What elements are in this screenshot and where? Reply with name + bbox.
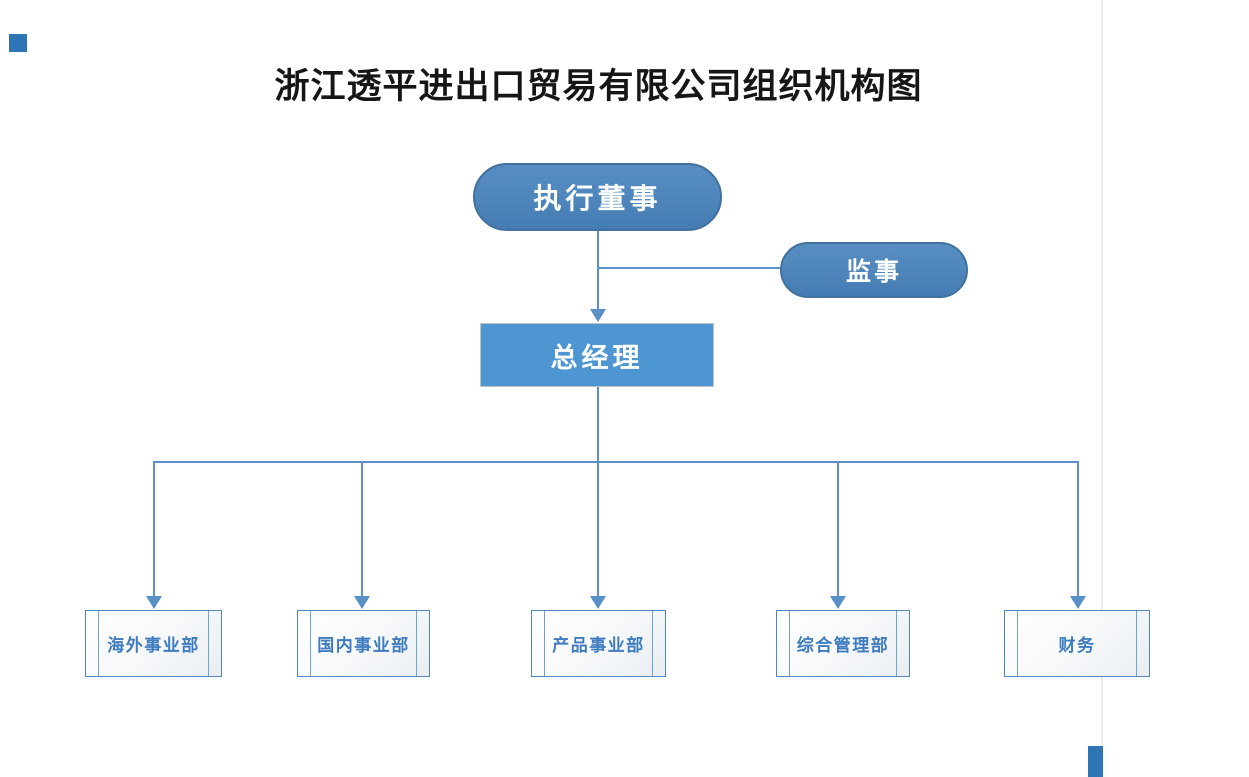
dept-side-bar [896,611,897,676]
page-bottom-marker [1088,746,1103,777]
dept-admin-label: 综合管理部 [796,636,890,655]
dept-box-admin[interactable]: 综合管理部 [776,610,910,677]
connector-drop-domestic [361,461,363,597]
node-supervisor-label: 监事 [845,258,902,286]
dept-side-bar [1136,611,1137,676]
dept-side-bar [416,611,417,676]
arrowhead-admin [830,596,846,609]
connector-director-to-manager [597,231,599,311]
connector-manager-to-rail [597,387,599,462]
connector-to-supervisor [598,267,780,269]
page-boundary-line [1101,0,1103,777]
arrowhead-product [590,596,606,609]
chart-title: 浙江透平进出口贸易有限公司组织机构图 [274,67,923,106]
arrowhead-domestic [354,596,370,609]
dept-box-product[interactable]: 产品事业部 [531,610,666,677]
corner-marker-square [9,34,27,52]
dept-box-domestic[interactable]: 国内事业部 [297,610,430,677]
node-supervisor[interactable]: 监事 [780,242,968,298]
arrowhead-overseas [146,596,162,609]
node-executive-director[interactable]: 执行董事 [473,163,722,231]
node-executive-director-label: 执行董事 [533,183,662,214]
dept-side-bar [310,611,311,676]
dept-side-bar [789,611,790,676]
dept-side-bar [544,611,545,676]
arrowhead-manager [590,309,606,322]
connector-drop-overseas [153,461,155,597]
dept-side-bar [98,611,99,676]
dept-finance-label: 财务 [1058,636,1096,655]
connector-rail [153,461,1079,463]
dept-side-bar [208,611,209,676]
dept-side-bar [1017,611,1018,676]
node-general-manager-label: 总经理 [550,342,644,373]
arrowhead-finance [1070,596,1086,609]
dept-side-bar [652,611,653,676]
connector-drop-finance [1077,461,1079,597]
dept-box-overseas[interactable]: 海外事业部 [85,610,222,677]
connector-drop-admin [837,461,839,597]
dept-box-finance[interactable]: 财务 [1004,610,1150,677]
node-general-manager[interactable]: 总经理 [480,323,714,387]
dept-product-label: 产品事业部 [552,636,645,655]
dept-overseas-label: 海外事业部 [107,636,200,655]
dept-domestic-label: 国内事业部 [317,636,410,655]
connector-drop-product [597,461,599,597]
